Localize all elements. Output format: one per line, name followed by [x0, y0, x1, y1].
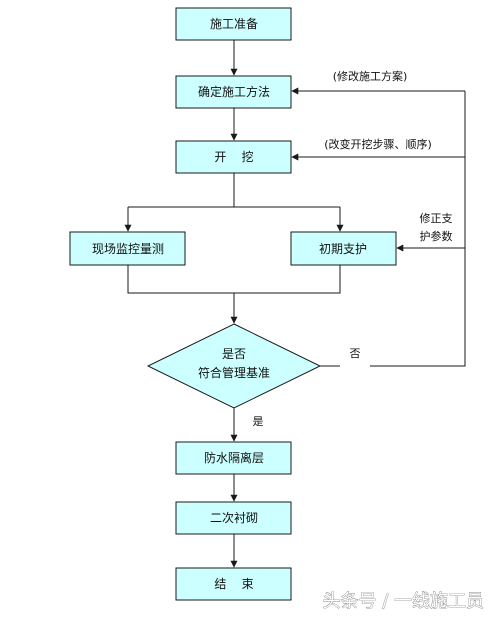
box-prepare [175, 7, 292, 41]
decision-label-line2: 符合管理基准 [198, 365, 270, 380]
node-excavate-label: 开 挖 [214, 149, 253, 164]
label-change-steps: (改变开挖步骤、顺序) [324, 137, 432, 151]
box-support [290, 231, 397, 266]
label-correct-line1: 修正支 [420, 211, 453, 225]
node-lining-label: 二次衬砌 [210, 511, 258, 525]
node-end-label: 结 束 [214, 577, 253, 591]
node-method-label: 确定施工方法 [198, 84, 270, 99]
box-waterproof [175, 441, 292, 475]
node-support-label: 初期支护 [319, 242, 367, 256]
box-method [175, 75, 292, 109]
label-yes: 是 [253, 415, 264, 428]
box-excavate [175, 140, 292, 174]
line-merge [127, 265, 341, 294]
node-waterproof-label: 防水隔离层 [204, 450, 264, 465]
box-monitor [69, 231, 186, 266]
label-correct-line2: 护参数 [420, 229, 453, 243]
box-lining [175, 501, 292, 535]
label-no: 否 [350, 347, 361, 360]
watermark: 头条号 / 一线施工员 [322, 591, 484, 612]
node-monitor-label: 现场监控量测 [92, 242, 164, 256]
line-feedback-vertical [370, 91, 466, 367]
decision-label-line1: 是否 [222, 347, 246, 361]
node-prepare-label: 施工准备 [210, 17, 258, 31]
box-end [175, 567, 292, 601]
label-modify-plan: (修改施工方案) [333, 69, 408, 83]
